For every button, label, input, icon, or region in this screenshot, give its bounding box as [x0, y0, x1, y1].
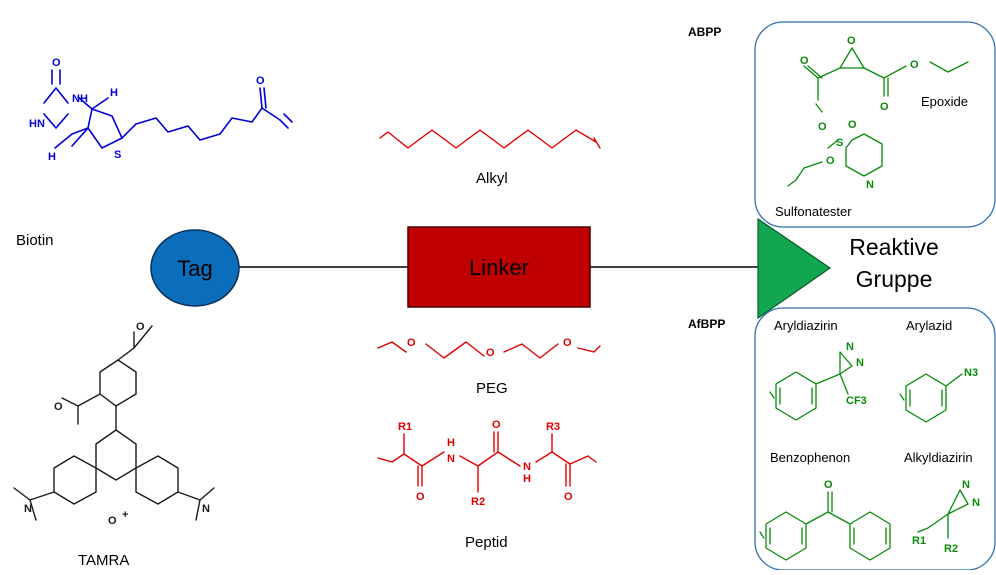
tamra-label: TAMRA — [78, 552, 129, 569]
peg-label: PEG — [476, 380, 508, 397]
biotin-atom-h-bottom: H — [48, 151, 56, 163]
afbpp-box — [754, 307, 996, 571]
arylazid-atom-n3: N3 — [964, 367, 978, 379]
peptid-atom-r2: R2 — [471, 496, 485, 508]
peg-atom-o1: O — [407, 337, 416, 349]
tamra-atom-n-right: N — [202, 503, 210, 515]
arylazid-structure: N3 — [899, 367, 978, 423]
sulfonatester-atom-o3: O — [826, 155, 835, 167]
aryldiazirin-atom-cf3: CF3 — [846, 395, 867, 407]
peptid-atom-o1: O — [416, 491, 425, 503]
reactive-group-triangle — [757, 217, 832, 320]
sulfonatester-atom-o1: O — [818, 121, 827, 133]
tamra-atom-o-ring: O — [108, 515, 117, 527]
biotin-atom-o-carbonyl: O — [256, 75, 265, 87]
sulfonatester-atom-o2: O — [848, 119, 857, 131]
linker-label: Linker — [469, 255, 529, 280]
alkyldiazirin-atom-r1: R1 — [912, 535, 926, 547]
aryldiazirin-atom-n2: N — [856, 357, 864, 369]
peptid-atom-h2: H — [523, 473, 531, 485]
benzophenon-label: Benzophenon — [770, 450, 850, 465]
reactive-label-line2: Gruppe — [856, 266, 933, 292]
tamra-atom-n-left: N — [24, 503, 32, 515]
alkyldiazirin-atom-n2: N — [972, 497, 980, 509]
alkyl-label: Alkyl — [476, 170, 508, 187]
reactive-label-line1: Reaktive — [849, 234, 938, 260]
alkyldiazirin-atom-r2: R2 — [944, 543, 958, 555]
epoxide-atom-o1: O — [800, 55, 809, 67]
alkyldiazirin-structure: N N R1 R2 — [912, 479, 980, 555]
biotin-atom-nh: NH — [72, 93, 88, 105]
benzophenon-atom-o: O — [824, 479, 833, 491]
alkyldiazirin-label: Alkyldiazirin — [904, 450, 973, 465]
epoxide-atom-o4: O — [910, 59, 919, 71]
aryldiazirin-structure: N N CF3 — [769, 341, 867, 421]
tag-label: Tag — [177, 256, 212, 281]
alkyldiazirin-atom-n1: N — [962, 479, 970, 491]
biotin-atom-h-top: H — [110, 87, 118, 99]
benzophenon-structure: O — [759, 479, 891, 561]
peg-atom-o3: O — [563, 337, 572, 349]
peptid-atom-r3: R3 — [546, 421, 560, 433]
peptid-label: Peptid — [465, 534, 508, 551]
aryldiazirin-label: Aryldiazirin — [774, 318, 838, 333]
arylazid-label: Arylazid — [906, 318, 952, 333]
alkyl-structure — [379, 129, 601, 149]
biotin-atom-hn: HN — [29, 118, 45, 130]
tag-ellipse — [150, 229, 240, 307]
peg-structure: O O O — [377, 337, 601, 359]
biotin-label: Biotin — [16, 232, 54, 249]
biotin-structure: O NH H HN H S O — [29, 57, 293, 163]
peptid-atom-o2: O — [492, 419, 501, 431]
tamra-atom-o-top: O — [136, 321, 145, 333]
peptid-atom-n1: N — [447, 453, 455, 465]
tamra-atom-o-anion: O — [54, 401, 63, 413]
epoxide-atom-o3: O — [880, 101, 889, 113]
epoxide-structure: O O O O — [800, 35, 969, 113]
peptid-structure: R1 H N O R2 O R3 N H O — [377, 419, 597, 508]
tamra-structure: O O O + N N — [13, 321, 215, 527]
sulfonatester-structure: O S O O N — [787, 119, 883, 191]
sulfonatester-atom-s: S — [836, 137, 843, 149]
peptid-atom-o3: O — [564, 491, 573, 503]
biotin-atom-s: S — [114, 149, 121, 161]
peptid-atom-h1: H — [447, 437, 455, 449]
abpp-heading: ABPP — [688, 25, 721, 39]
afbpp-heading: AfBPP — [688, 317, 725, 331]
peptid-atom-r1: R1 — [398, 421, 412, 433]
linker-box — [407, 226, 591, 308]
peptid-atom-n2: N — [523, 461, 531, 473]
biotin-atom-o: O — [52, 57, 61, 69]
abpp-box — [754, 21, 996, 228]
peg-atom-o2: O — [486, 347, 495, 359]
sulfonatester-label: Sulfonatester — [775, 204, 852, 219]
aryldiazirin-atom-n1: N — [846, 341, 854, 353]
sulfonatester-atom-n: N — [866, 179, 874, 191]
epoxide-atom-o2: O — [847, 35, 856, 47]
epoxide-label: Epoxide — [921, 94, 968, 109]
tamra-atom-plus: + — [122, 509, 128, 521]
